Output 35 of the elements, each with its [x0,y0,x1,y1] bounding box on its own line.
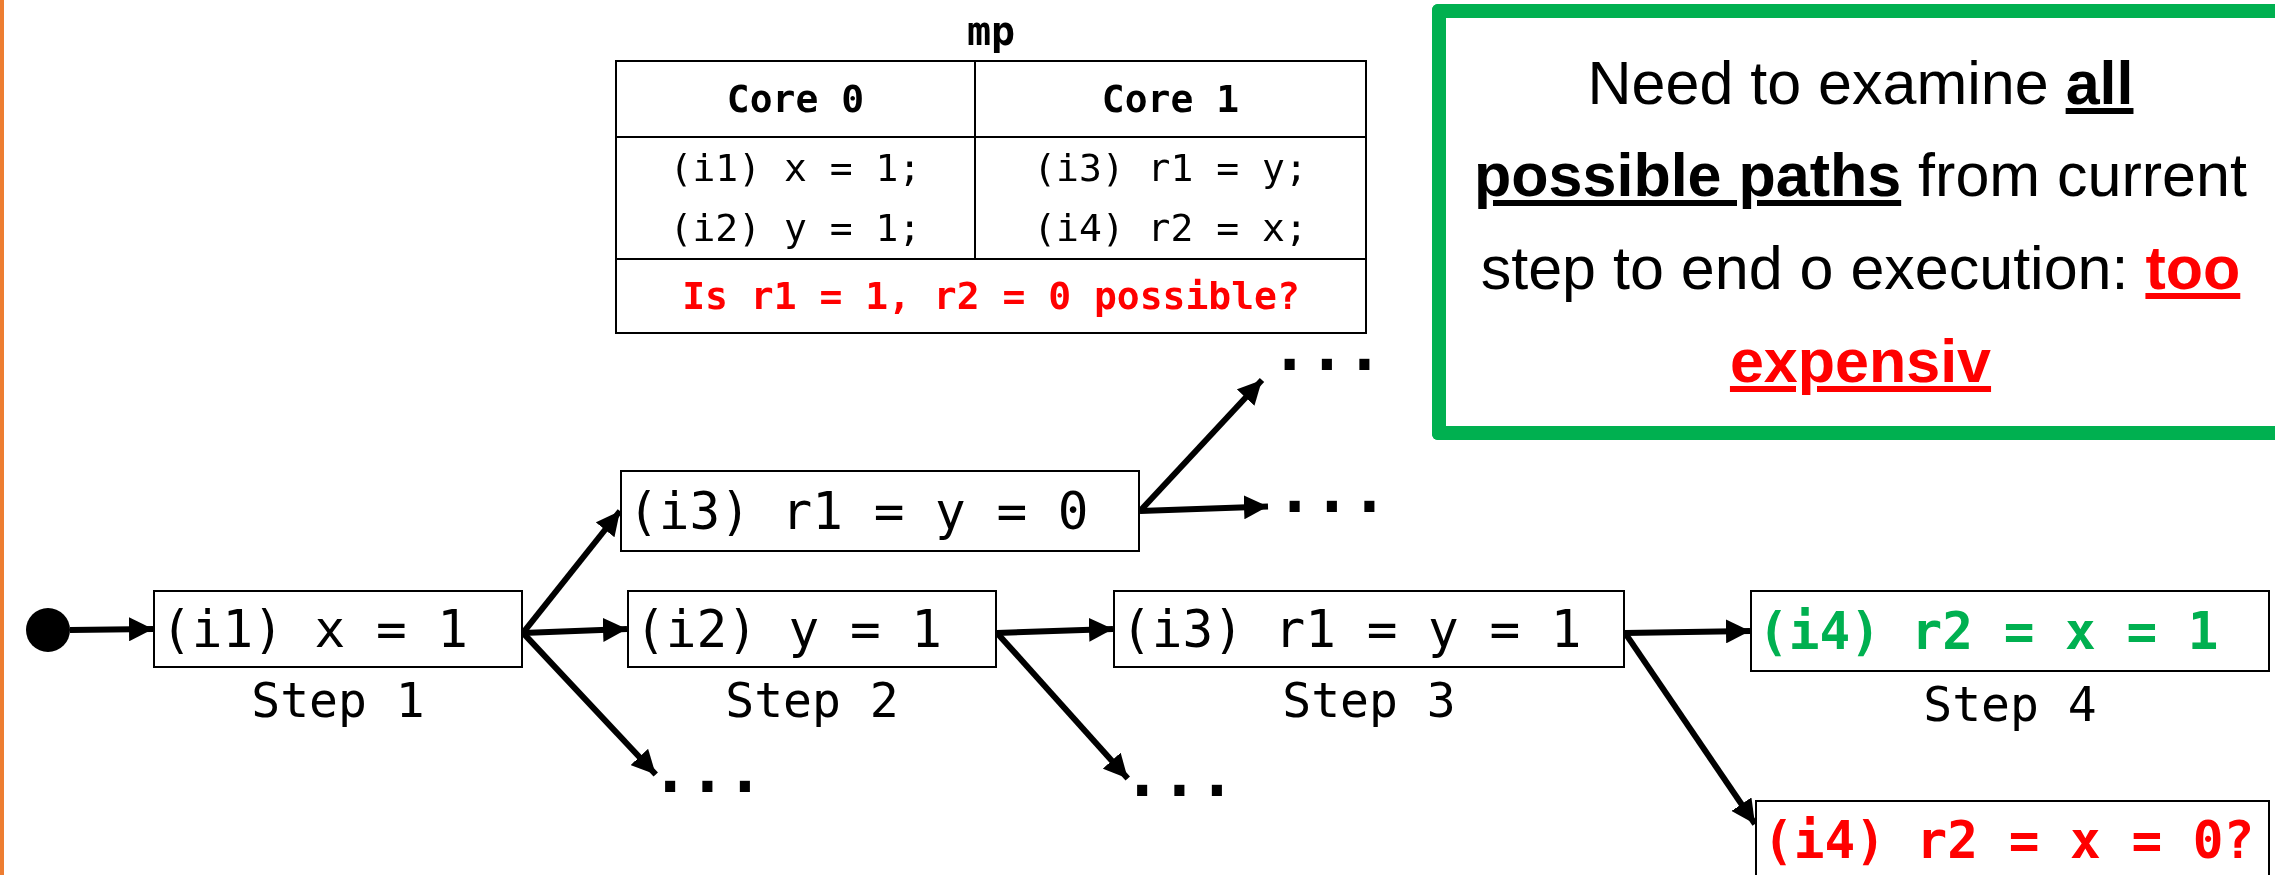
note-text: Need to examine all possible paths from current step to end o execution: too expensiv [1473,47,2248,397]
ellipsis-mark: ... [1268,470,1396,522]
header-cell: Core 1 [974,61,1366,137]
arrow [1624,619,1751,644]
step-label: Step 4 [1922,676,2098,732]
step-box [153,590,523,668]
note-box [1432,4,2275,440]
step-box [620,470,1140,552]
instruction-text: (i1) x = 1 [161,599,469,659]
instruction-text: (i3) r1 = y = 1 [1121,599,1582,659]
table-cell: Is r1 = 1, r2 = 0 possible? [616,259,1366,333]
instruction-text: (i4) r2 = x = 0? [1763,810,2255,870]
table-cell: (i3) r1 = y; [974,137,1366,198]
header-cell: Core 0 [616,61,975,137]
instruction-text: (i2) y = 1 [635,599,943,659]
step-label: Step 2 [724,672,900,728]
step-box [1755,800,2270,875]
ellipsis-mark: ... [650,752,765,802]
ellipsis-mark: ... [1262,330,1392,380]
step-box [1750,590,2270,672]
arrow [69,617,154,642]
ellipsis-mark: ... [1122,756,1237,806]
table-cell: (i2) y = 1; [616,198,975,259]
step-label: Step 3 [1281,672,1457,728]
table-title: mp [965,8,1017,54]
step-box [627,590,997,668]
step-box [1113,590,1625,668]
start-dot [26,608,70,652]
table-cell: (i4) r2 = x; [974,198,1366,259]
instruction-text: (i3) r1 = y = 0 [628,481,1089,541]
arrow [1139,495,1269,520]
table-cell: (i1) x = 1; [616,137,975,198]
instruction-text: (i4) r2 = x = 1 [1758,601,2219,661]
arrow [996,617,1114,642]
step-label: Step 1 [250,672,426,728]
